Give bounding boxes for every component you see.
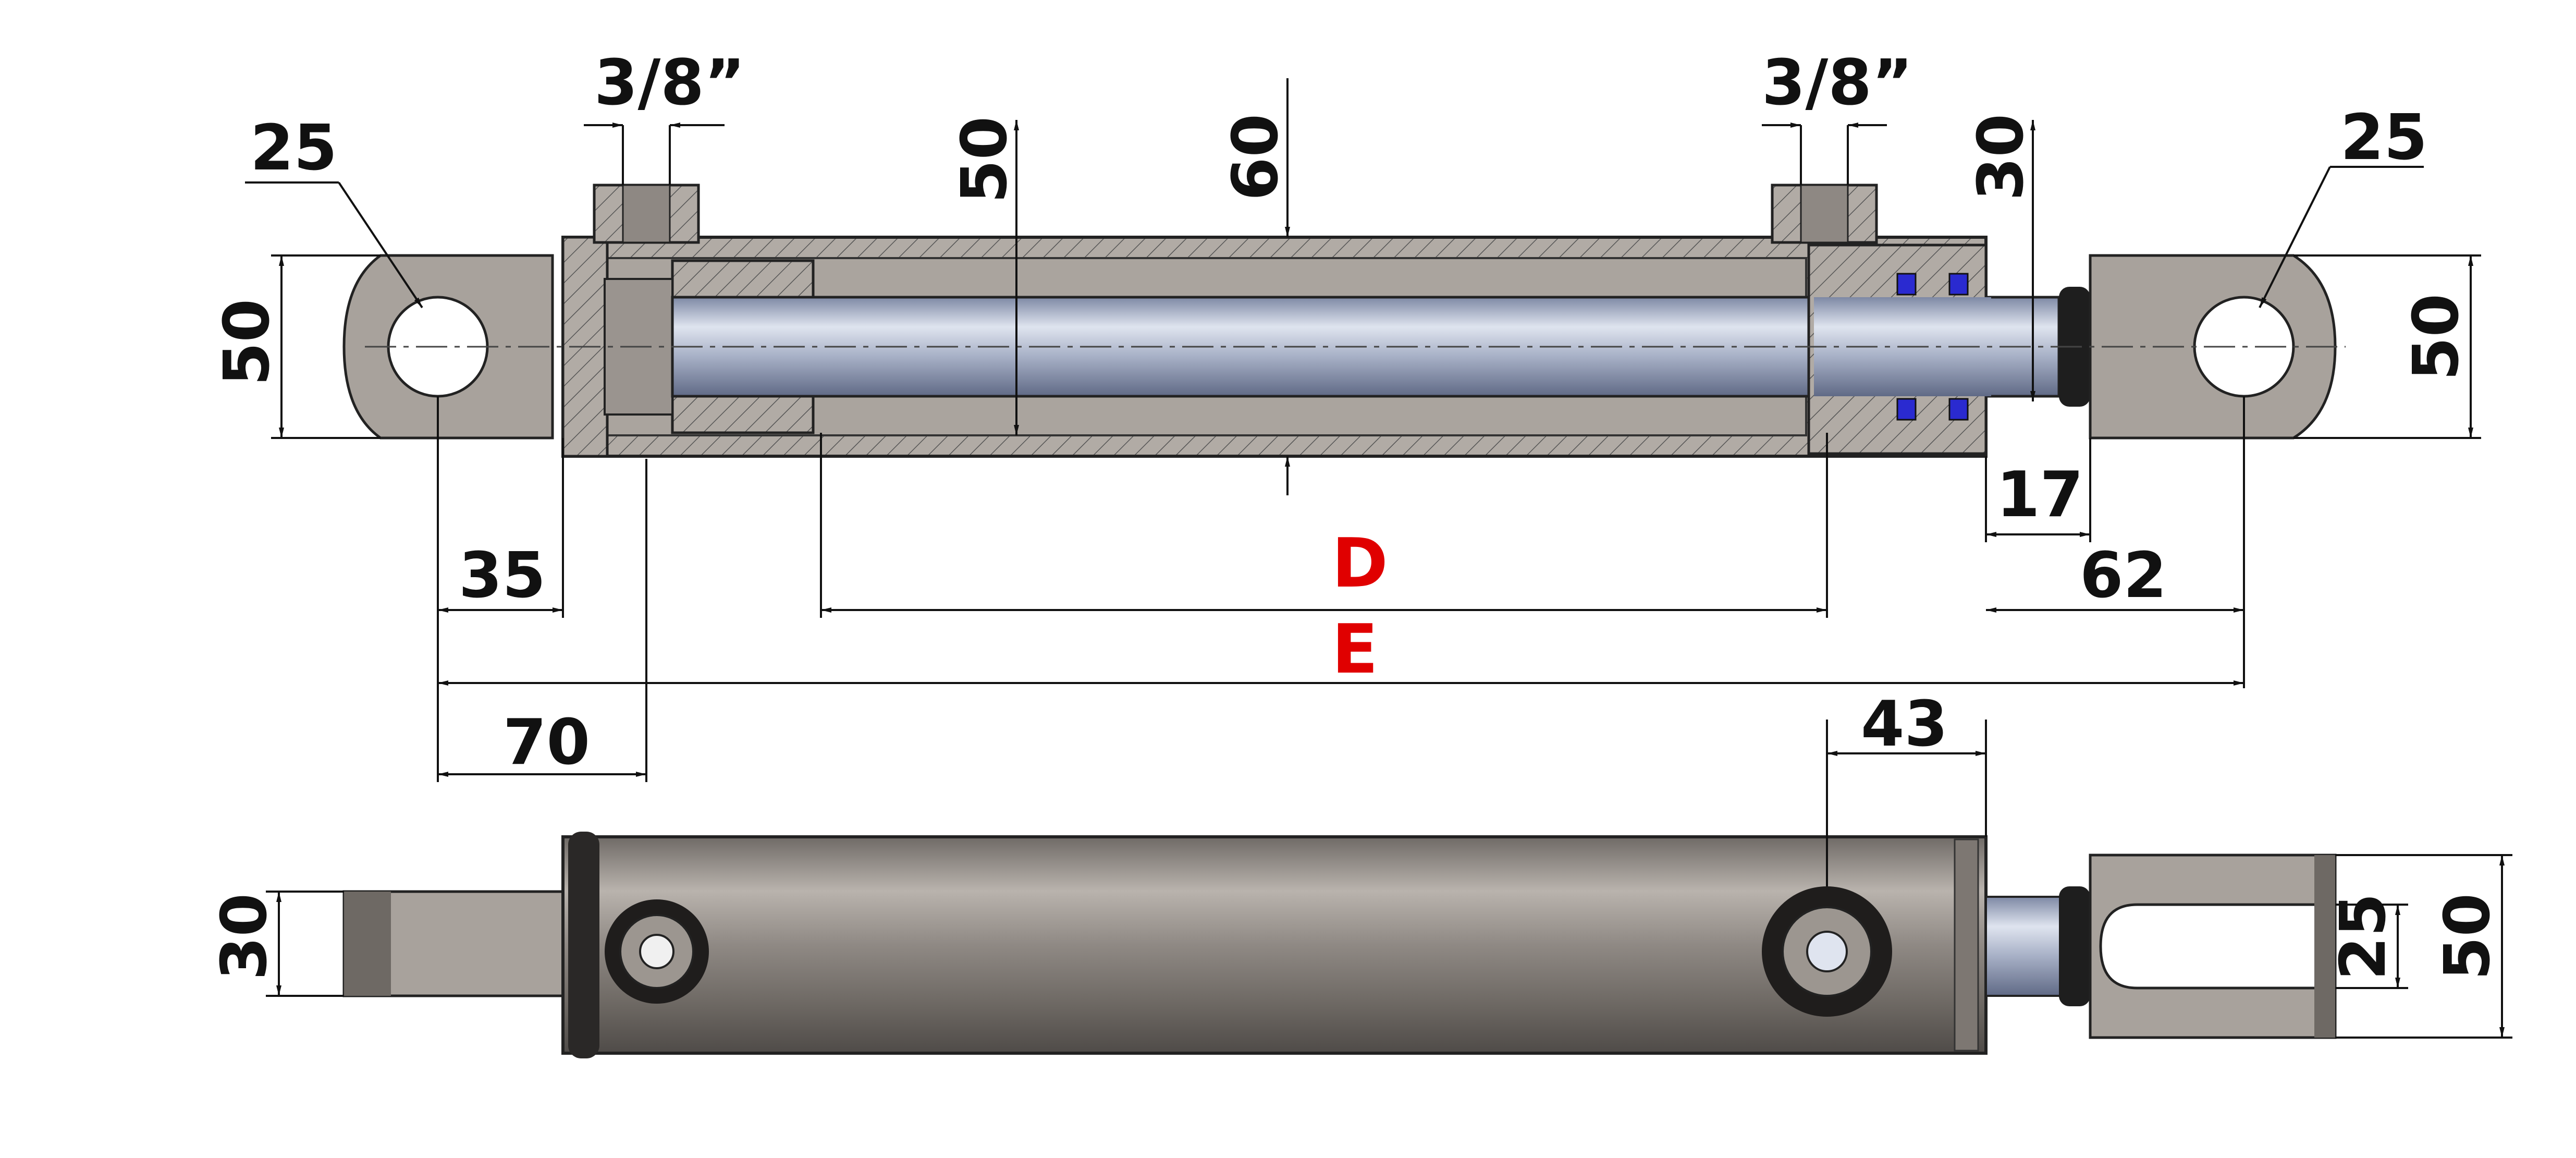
label-port-to-head: 43 xyxy=(1861,688,1948,761)
exterior-view xyxy=(342,832,2337,1058)
label-eye-height-right: 50 xyxy=(2400,294,2473,381)
label-eye-hole-left: 25 xyxy=(250,112,337,185)
label-eye-hole-right: 25 xyxy=(2340,102,2427,174)
label-clevis-height: 50 xyxy=(2432,893,2504,980)
rod-collar-exterior xyxy=(2059,886,2090,1006)
label-rod-step: 17 xyxy=(1996,459,2083,531)
seal-top xyxy=(1896,273,1917,296)
label-barrel-diameter: 60 xyxy=(1220,114,1292,201)
clevis xyxy=(2089,854,2337,1039)
port-fitting-left-core xyxy=(639,934,674,969)
port-right-thread xyxy=(1800,184,1849,243)
label-stroke: D xyxy=(1332,523,1388,603)
clevis-edge xyxy=(2314,855,2335,1038)
section-view xyxy=(342,184,2346,458)
seal-bottom-2 xyxy=(1948,398,1969,421)
label-eye-height-left: 50 xyxy=(211,299,284,386)
label-port-thread-right: 3/8” xyxy=(1762,47,1913,119)
label-overall: E xyxy=(1332,610,1378,689)
barrel-exterior xyxy=(561,835,1988,1055)
label-clevis-slot: 25 xyxy=(2327,893,2400,980)
port-fitting-right-core xyxy=(1806,931,1848,972)
label-base-eye-length: 35 xyxy=(459,540,546,612)
label-piston-diameter: 50 xyxy=(949,116,1021,203)
label-rod-eye-length: 62 xyxy=(2080,540,2167,612)
label-base-port-offset: 70 xyxy=(503,706,590,779)
port-left-thread xyxy=(622,184,671,243)
base-tang-shade xyxy=(344,892,391,996)
seal-bottom xyxy=(1896,398,1917,421)
label-port-thread-left: 3/8” xyxy=(594,47,745,119)
barrel-ring-right xyxy=(1954,838,1979,1052)
exterior-dimensions: 30 43 25 50 xyxy=(208,688,2512,1039)
label-rod-diameter: 30 xyxy=(1965,114,2038,201)
label-base-tang-width: 30 xyxy=(208,893,281,980)
barrel-ring-left xyxy=(568,832,599,1058)
seal-top-2 xyxy=(1948,273,1969,296)
section-dimensions: 3/8” 3/8” 25 25 50 50 50 60 30 xyxy=(211,47,2481,782)
